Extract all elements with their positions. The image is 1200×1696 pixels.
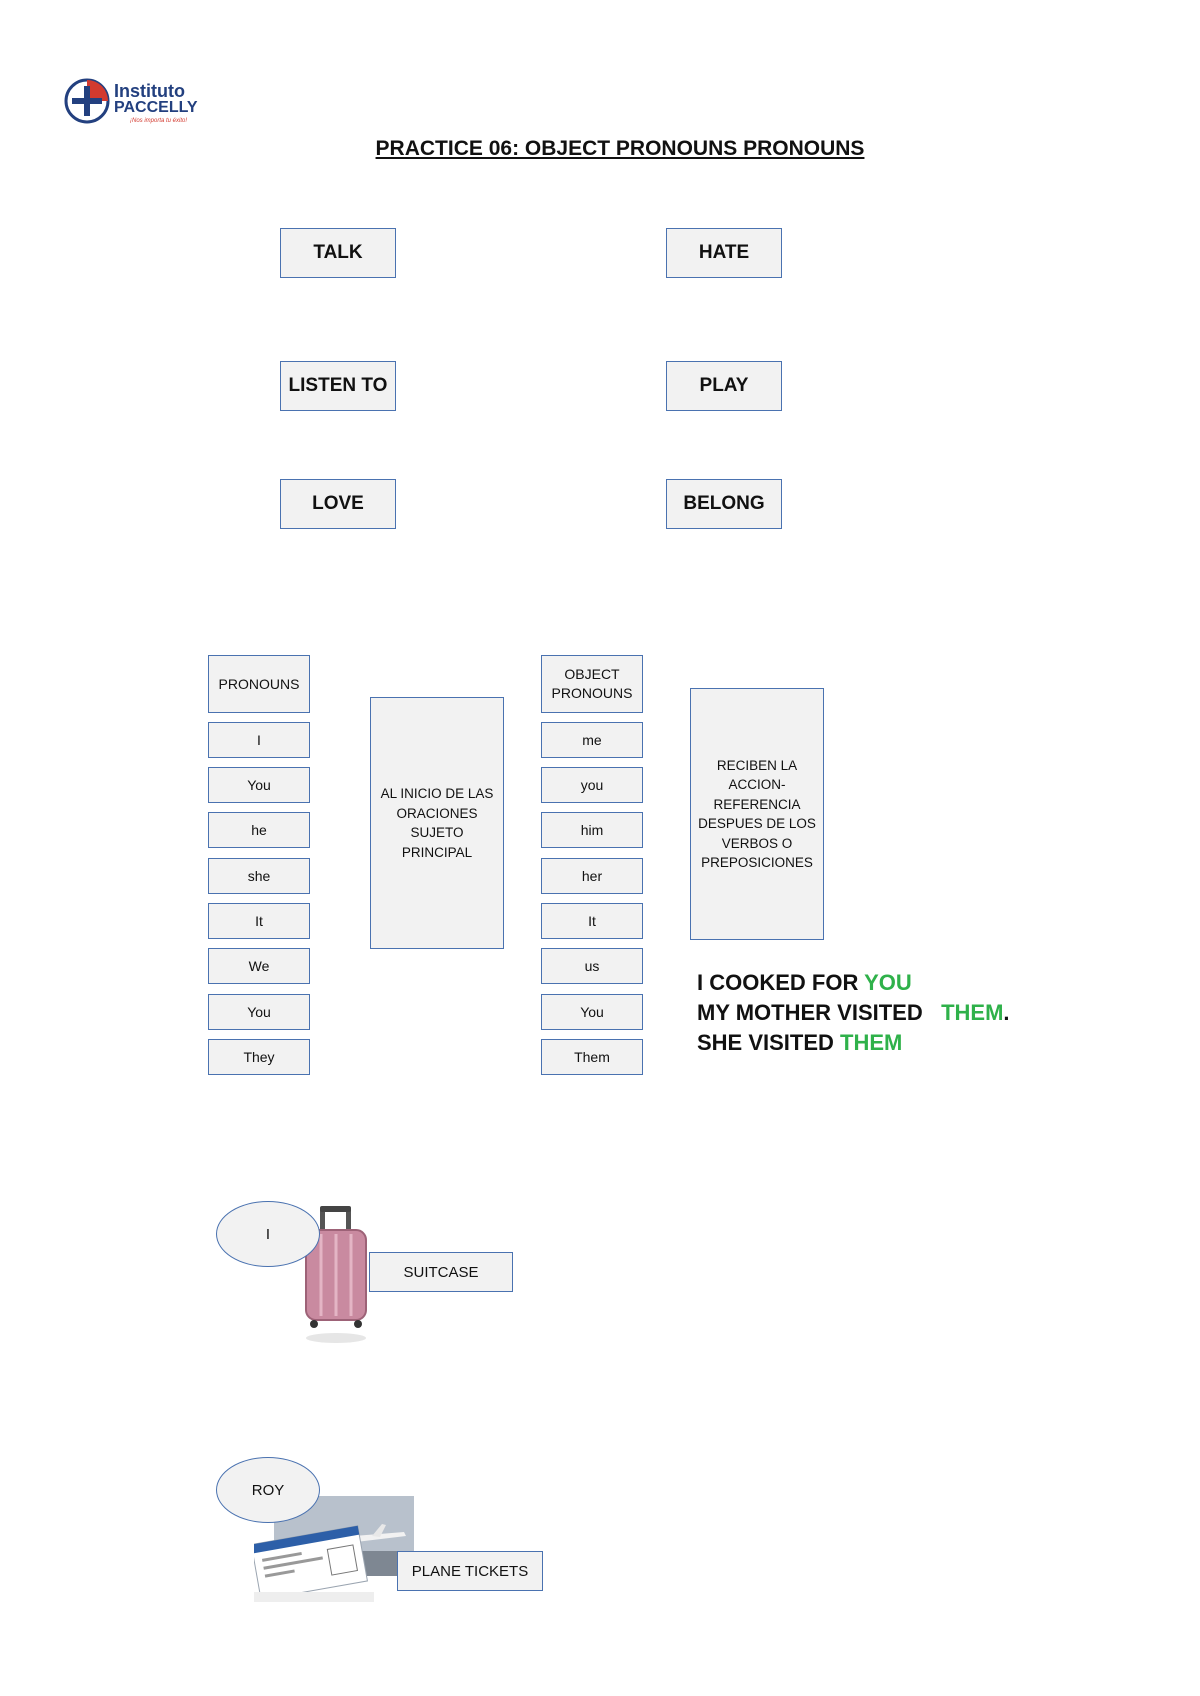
exercise2-subject-ellipse: ROY xyxy=(216,1457,320,1523)
exercise1-object-label: SUITCASE xyxy=(369,1252,513,1292)
logo-tagline: ¡Nos importa tu éxito! xyxy=(130,118,188,124)
subject-pronouns-note: AL INICIO DE LAS ORACIONES SUJETO PRINCI… xyxy=(370,697,504,949)
verb-box-hate: HATE xyxy=(666,228,782,278)
plane-tickets-icon xyxy=(250,1496,414,1602)
subject-pronoun-cell: he xyxy=(208,812,310,848)
logo-mark-icon xyxy=(64,78,110,124)
subject-pronoun-cell: You xyxy=(208,767,310,803)
suitcase-icon xyxy=(305,1206,367,1343)
object-pronoun-cell: him xyxy=(541,812,643,848)
subject-pronoun-cell: I xyxy=(208,722,310,758)
object-pronoun-cell: you xyxy=(541,767,643,803)
object-pronouns-note: RECIBEN LA ACCION- REFERENCIA DESPUES DE… xyxy=(690,688,824,940)
subject-pronoun-cell: They xyxy=(208,1039,310,1075)
verb-box-play: PLAY xyxy=(666,361,782,411)
exercise2-object-label: PLANE TICKETS xyxy=(397,1551,543,1591)
page-title: PRACTICE 06: OBJECT PRONOUNS PRONOUNS xyxy=(375,137,865,160)
object-pronoun-cell: us xyxy=(541,948,643,984)
object-pronoun-cell: It xyxy=(541,903,643,939)
subject-pronoun-cell: We xyxy=(208,948,310,984)
example-line-3: SHE VISITED THEM xyxy=(697,1030,903,1055)
logo-line2: PACCELLY xyxy=(114,99,198,116)
verb-box-belong: BELONG xyxy=(666,479,782,529)
logo-line1: Instituto xyxy=(114,81,185,101)
plane-tickets-picture xyxy=(250,1496,414,1606)
verb-box-love: LOVE xyxy=(280,479,396,529)
suitcase-picture xyxy=(276,1200,396,1350)
subject-pronoun-cell: It xyxy=(208,903,310,939)
object-pronoun-cell: me xyxy=(541,722,643,758)
subject-pronoun-cell: You xyxy=(208,994,310,1030)
object-pronouns-header: OBJECT PRONOUNS xyxy=(541,655,643,713)
object-pronoun-cell: Them xyxy=(541,1039,643,1075)
verb-box-listen-to: LISTEN TO xyxy=(280,361,396,411)
object-pronoun-cell: her xyxy=(541,858,643,894)
object-pronoun-cell: You xyxy=(541,994,643,1030)
example-sentences: I COOKED FOR YOU MY MOTHER VISITED THEM.… xyxy=(697,968,1010,1058)
institute-logo: Instituto PACCELLY ¡Nos importa tu éxito… xyxy=(64,78,204,126)
verb-box-talk: TALK xyxy=(280,228,396,278)
example-line-2: MY MOTHER VISITED THEM. xyxy=(697,1000,1010,1025)
subject-pronouns-header: PRONOUNS xyxy=(208,655,310,713)
subject-pronoun-cell: she xyxy=(208,858,310,894)
example-line-1: I COOKED FOR YOU xyxy=(697,970,912,995)
exercise1-subject-ellipse: I xyxy=(216,1201,320,1267)
